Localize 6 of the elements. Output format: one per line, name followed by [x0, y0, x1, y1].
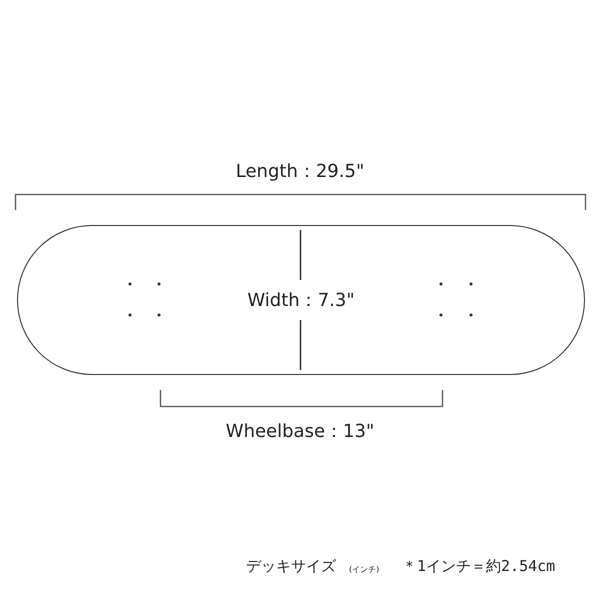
skateboard-deck	[17, 225, 585, 375]
dimension-label: Wheelbase：13"	[226, 420, 374, 444]
dimension-label: Length：29.5"	[236, 160, 364, 184]
footnote-text: ＊1インチ＝約2.54cm	[402, 557, 556, 576]
caption-text: デッキサイズ	[246, 557, 336, 576]
unit-note: (インチ)	[349, 564, 380, 576]
